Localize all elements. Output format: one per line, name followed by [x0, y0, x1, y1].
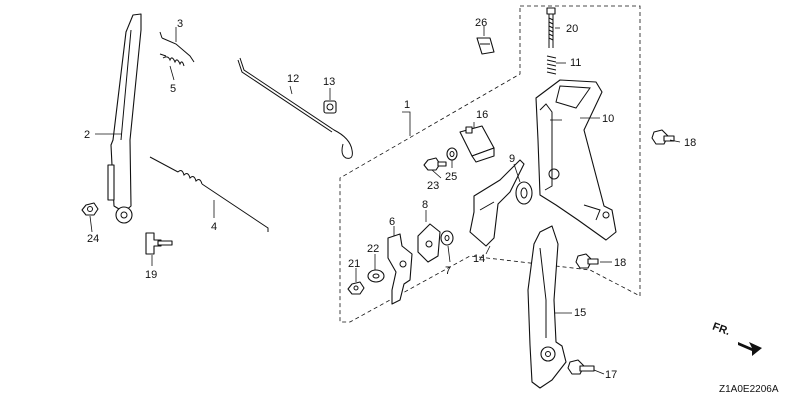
callout-9: 9: [509, 153, 515, 165]
callout-2: 2: [84, 129, 90, 141]
leader-lines: [89, 26, 681, 375]
part-24-nut: [81, 202, 99, 216]
callout-15: 15: [574, 307, 586, 319]
part-20-screw: [546, 7, 556, 48]
part-4-cable: [149, 156, 269, 232]
callout-7: 7: [445, 265, 451, 277]
callout-25: 25: [445, 171, 457, 183]
callout-10: 10: [602, 113, 614, 125]
callout-16: 16: [476, 109, 488, 121]
part-3-rod: [159, 31, 195, 63]
callout-20: 20: [566, 23, 578, 35]
callout-6: 6: [389, 216, 395, 228]
part-5-spring: [159, 53, 185, 67]
callout-26: 26: [475, 17, 487, 29]
part-9-bushing: [515, 181, 533, 205]
callout-24: 24: [87, 233, 99, 245]
callout-22: 22: [367, 243, 379, 255]
part-18-bolt-lower: [575, 253, 599, 269]
callout-18-upper: 18: [684, 137, 696, 149]
drawing-code: Z1A0E2206A: [719, 384, 779, 395]
part-19-bolt: [145, 232, 173, 255]
callout-23: 23: [427, 180, 439, 192]
part-13-nut: [323, 100, 337, 114]
callout-21: 21: [348, 258, 360, 270]
part-10-bracket: [535, 79, 617, 241]
part-12-wire-rod: [237, 57, 353, 159]
part-18-bolt-upper: [651, 129, 675, 145]
part-16-switch: [459, 125, 495, 163]
callout-13: 13: [323, 76, 335, 88]
callout-11: 11: [570, 57, 581, 69]
callout-19: 19: [145, 269, 157, 281]
callout-5: 5: [170, 83, 176, 95]
part-15-arm: [527, 225, 567, 389]
part-21-nut: [347, 281, 365, 295]
part-7-washer: [440, 230, 454, 246]
callout-3: 3: [177, 18, 183, 30]
callout-4: 4: [211, 221, 217, 233]
front-label: FR.: [711, 321, 732, 338]
callout-8: 8: [422, 199, 428, 211]
assembly-outline: [339, 5, 641, 323]
callout-17: 17: [605, 369, 617, 381]
part-8-cam: [417, 223, 441, 263]
callout-1: 1: [404, 99, 410, 111]
front-arrow: FR.: [711, 321, 762, 356]
callout-12: 12: [287, 73, 299, 85]
part-22-washer: [367, 269, 385, 283]
callout-14: 14: [473, 253, 485, 265]
part-25-washer: [446, 147, 458, 161]
part-23-screw: [423, 157, 447, 171]
part-14-plate: [469, 159, 525, 247]
part-2-lever-arm: [107, 13, 142, 224]
callout-18-lower: 18: [614, 257, 626, 269]
part-17-bolt: [567, 359, 595, 375]
part-11-spring: [546, 55, 557, 75]
part-6-lever: [387, 233, 413, 305]
part-26-clip: [476, 37, 495, 55]
